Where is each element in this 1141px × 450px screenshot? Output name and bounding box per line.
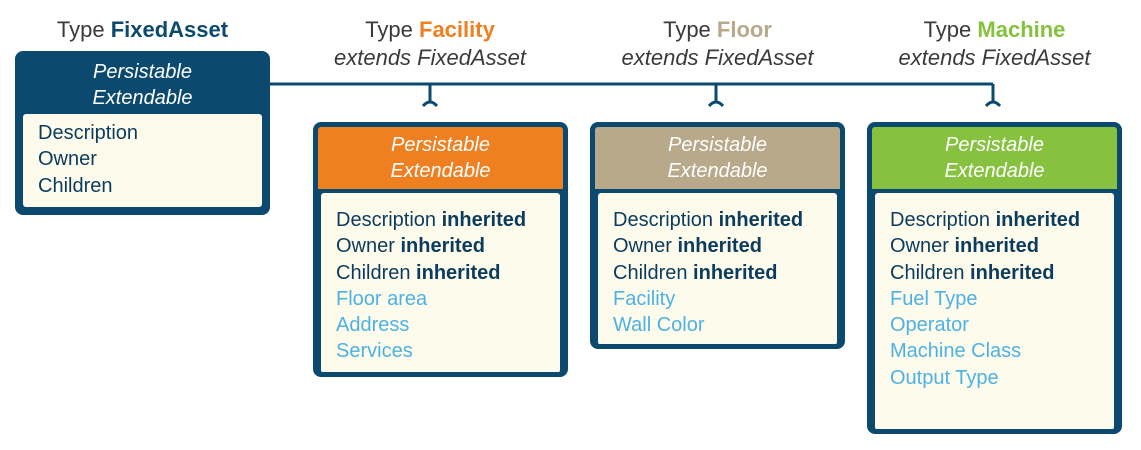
property-operator: Operator: [890, 314, 969, 337]
header-extendable: Extendable: [92, 87, 193, 109]
inherited-tag: inherited: [995, 209, 1081, 231]
title-fixedasset: Type FixedAsset: [15, 16, 270, 44]
connector-to-machine: [984, 84, 1002, 108]
type-prefix: Type: [365, 17, 419, 42]
title-floor: Type Floor extends FixedAsset: [590, 16, 845, 72]
property-owner: Owner inherited: [613, 235, 762, 258]
property-children: Children: [38, 174, 113, 197]
card-header: Persistable Extendable: [872, 127, 1117, 189]
card-header: Persistable Extendable: [20, 56, 265, 114]
extends-label: extends FixedAsset: [621, 45, 814, 70]
card-fixedasset: Persistable Extendable Description Owner…: [15, 51, 270, 215]
property-services: Services: [336, 340, 413, 363]
connector-to-floor: [707, 84, 725, 108]
property-children: Children inherited: [613, 261, 778, 284]
card-facility: Persistable Extendable Description inher…: [313, 122, 568, 377]
inherited-tag: inherited: [970, 261, 1055, 284]
type-name: Machine: [977, 17, 1066, 42]
property-address: Address: [336, 314, 410, 337]
header-extendable: Extendable: [944, 160, 1045, 182]
property-description: Description inherited: [613, 209, 804, 231]
connector-to-facility: [421, 84, 439, 108]
property-children: Children inherited: [890, 261, 1055, 284]
type-name: FixedAsset: [110, 17, 229, 42]
property-wall-color: Wall Color: [613, 314, 705, 337]
extends-label: extends FixedAsset: [898, 45, 1091, 70]
header-extendable: Extendable: [667, 160, 768, 182]
property-description: Description: [38, 122, 139, 144]
type-prefix: Type: [56, 17, 111, 42]
card-machine: Persistable Extendable Description inher…: [867, 122, 1122, 434]
inherited-tag: inherited: [400, 235, 485, 258]
header-persistable: Persistable: [391, 134, 490, 156]
inherited-tag: inherited: [718, 209, 804, 231]
property-owner: Owner inherited: [336, 235, 485, 258]
header-persistable: Persistable: [945, 134, 1044, 156]
card-body: Description inherited Owner inherited Ch…: [598, 193, 837, 344]
inherited-tag: inherited: [416, 261, 501, 284]
property-output-type: Output Type: [890, 366, 999, 389]
title-facility: Type Facility extends FixedAsset: [305, 16, 555, 72]
header-persistable: Persistable: [93, 61, 192, 83]
property-owner: Owner inherited: [890, 235, 1039, 258]
inherited-tag: inherited: [693, 261, 778, 284]
card-body: Description inherited Owner inherited Ch…: [875, 193, 1114, 429]
extends-label: extends FixedAsset: [334, 45, 526, 70]
property-children: Children inherited: [336, 261, 501, 284]
card-floor: Persistable Extendable Description inher…: [590, 122, 845, 349]
header-extendable: Extendable: [390, 160, 491, 182]
property-fuel-type: Fuel Type: [890, 287, 978, 310]
inherited-tag: inherited: [677, 235, 762, 258]
type-prefix: Type: [663, 17, 717, 42]
property-floor-area: Floor area: [336, 287, 428, 310]
type-name: Facility: [419, 17, 495, 42]
card-header: Persistable Extendable: [595, 127, 840, 189]
property-description: Description inherited: [336, 209, 527, 231]
property-owner: Owner: [38, 148, 97, 171]
property-description: Description inherited: [890, 209, 1081, 231]
type-name: Floor: [716, 17, 772, 42]
card-body: Description inherited Owner inherited Ch…: [321, 193, 560, 372]
property-facility: Facility: [613, 287, 676, 310]
inherited-tag: inherited: [954, 235, 1039, 258]
header-persistable: Persistable: [668, 134, 767, 156]
card-header: Persistable Extendable: [318, 127, 563, 189]
card-body: Description Owner Children: [23, 114, 262, 207]
type-prefix: Type: [923, 17, 978, 42]
title-machine: Type Machine extends FixedAsset: [867, 16, 1122, 72]
property-machine-class: Machine Class: [890, 340, 1022, 363]
inherited-tag: inherited: [441, 209, 527, 231]
